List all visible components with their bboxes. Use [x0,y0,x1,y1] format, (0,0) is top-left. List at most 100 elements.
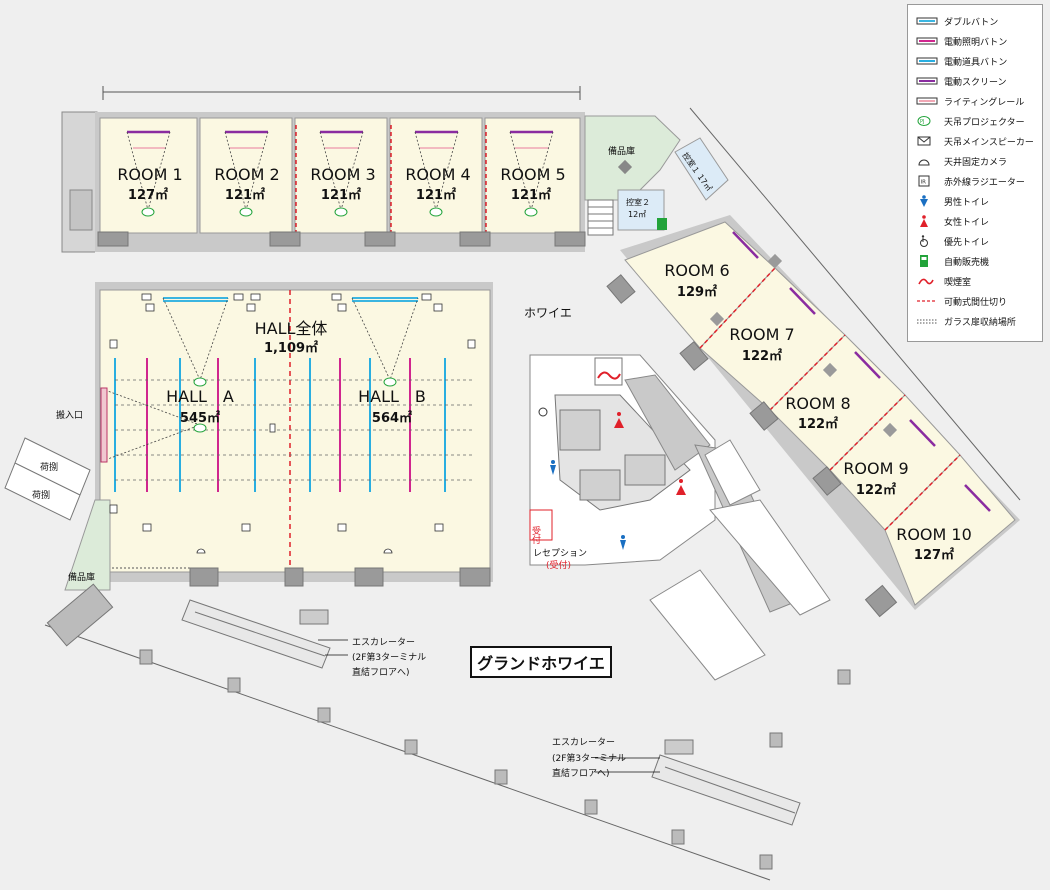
projector-icon [193,377,207,387]
female-toilet-icon [676,485,686,495]
ir-radiator-icon [433,303,443,312]
hall-block [95,282,493,587]
waiting-room-2-label: 控室２ [626,197,650,207]
female-toilet-icon [916,215,938,227]
svg-text:PJ: PJ [920,119,925,125]
legend-tool-baton: 電動道具バトン [916,53,1007,69]
storage-left [64,499,111,591]
ir-radiator-icon [434,523,444,532]
lighting-baton-icon [916,35,938,47]
room-4-name: ROOM 4 [405,165,470,184]
projector-icon [334,207,348,217]
tool-baton-icon [916,55,938,67]
speaker-icon [331,293,342,301]
room-9-area-text: 122㎡ [856,482,896,498]
room-4-area-text: 121㎡ [416,187,456,203]
reception-label: レセプション [533,548,587,559]
room-1-area-text: 127㎡ [128,187,168,203]
legend-speaker: 天吊メインスピーカー [916,133,1034,149]
screen-icon [916,75,938,87]
legend-double-baton: ダブルバトン [916,13,998,29]
ir-radiator-icon [467,339,476,349]
room-2-name: ROOM 2 [214,165,279,184]
escalator-2 [651,739,801,826]
room-8-name: ROOM 8 [785,394,850,413]
camera-icons [196,423,393,554]
storage-top [584,115,681,201]
lighting-rail-icon [916,95,938,107]
male-toilet-icon [916,195,938,207]
room-3-name: ROOM 3 [310,165,375,184]
toilet-block [529,354,716,566]
camera-icon [269,423,276,433]
hall-b-area: 564㎡ [372,410,412,426]
misc-labels: ホワイエ 備品庫 備品庫 控室１ 17㎡ 控室２ 12㎡ 搬入口 荷捌 荷捌 レ… [32,145,714,779]
room-6-area-text: 129㎡ [677,284,717,300]
room-5-area-text: 121㎡ [511,187,551,203]
legend-projector: PJ 天吊プロジェクター [916,113,1025,129]
escalator-1-label-a: エスカレーター [352,637,415,648]
room-9-name: ROOM 9 [843,459,908,478]
room-7-area-text: 122㎡ [742,348,782,364]
legend-box: ダブルバトン 電動照明バトン 電動道具バトン 電動スクリーン ライティングレール… [907,4,1043,342]
escalator-1-label-b: (2F第3ターミナル [352,651,426,663]
accessible-toilet-icon [916,235,938,247]
uketsuke-label: 受付 [530,525,541,545]
legend-lighting-baton: 電動照明バトン [916,33,1007,49]
projector-icon [239,207,253,217]
room-7-name: ROOM 7 [729,325,794,344]
speaker-icon [233,293,244,301]
ir-radiator-icon [241,523,251,532]
ir-radiator-icons [109,303,476,532]
room-6-name: ROOM 6 [664,261,729,280]
legend-glass-door-storage: ガラス扉収納場所 [916,313,1016,329]
left-service-block [61,111,98,253]
projector-icon: PJ [916,115,938,127]
double-baton-icon [916,15,938,27]
legend-smoking-room: 喫煙室 [916,273,971,289]
ir-radiator-icon [109,504,118,514]
room-labels-top: ROOM 1 127㎡ ROOM 2 121㎡ ROOM 3 121㎡ ROOM… [117,165,565,203]
camera-icon [196,548,206,554]
glass-door-storage-icon [916,315,938,327]
cargo-label-1: 荷捌 [40,461,58,473]
speaker-icon [141,293,152,301]
movable-partitions-diagonal [699,267,961,531]
female-toilet-icon [614,418,624,428]
hall-labels: HALL全体 1,109㎡ HALL A 545㎡ HALL B 564㎡ [166,319,426,426]
waiting-room-2-area: 12㎡ [628,210,646,219]
hall-side-screen [100,387,108,463]
cargo-area [4,437,91,521]
hall-grid-lines [115,379,475,481]
escalator-leader-lines [318,639,660,773]
speaker-icon [250,293,261,301]
waiting-room-2 [617,189,665,231]
room-3-area-text: 121㎡ [321,187,361,203]
projector-icons [141,207,538,433]
room-2-area-text: 121㎡ [225,187,265,203]
screens-diagonal [732,231,991,512]
legend-lighting-rail: ライティングレール [916,93,1024,109]
projector-icon [429,207,443,217]
ir-radiator-icon [337,523,347,532]
ir-radiator-icon [142,523,152,532]
escalator-1 [181,599,331,669]
projector-icon [141,207,155,217]
camera-icon [383,548,393,554]
smoking-room-icon [597,371,621,380]
bottom-columns [46,583,851,870]
reception-counter [529,509,553,541]
escalator-2-label-b: (2F第3ターミナル [552,752,626,764]
hall-a-area: 545㎡ [180,410,220,426]
hall-area: 1,109㎡ [264,340,318,356]
room-8-area-text: 122㎡ [798,416,838,432]
central-core [624,374,831,681]
legend-male-toilet: 男性トイレ [916,193,989,209]
double-batons-hall [163,297,418,302]
hall-a-name: HALL A [166,387,234,406]
vending-machine-icon [916,255,938,267]
reception-sub-label: (受付) [546,559,571,571]
accessible-toilet-icon [538,407,548,417]
speaker-icons [141,293,432,301]
